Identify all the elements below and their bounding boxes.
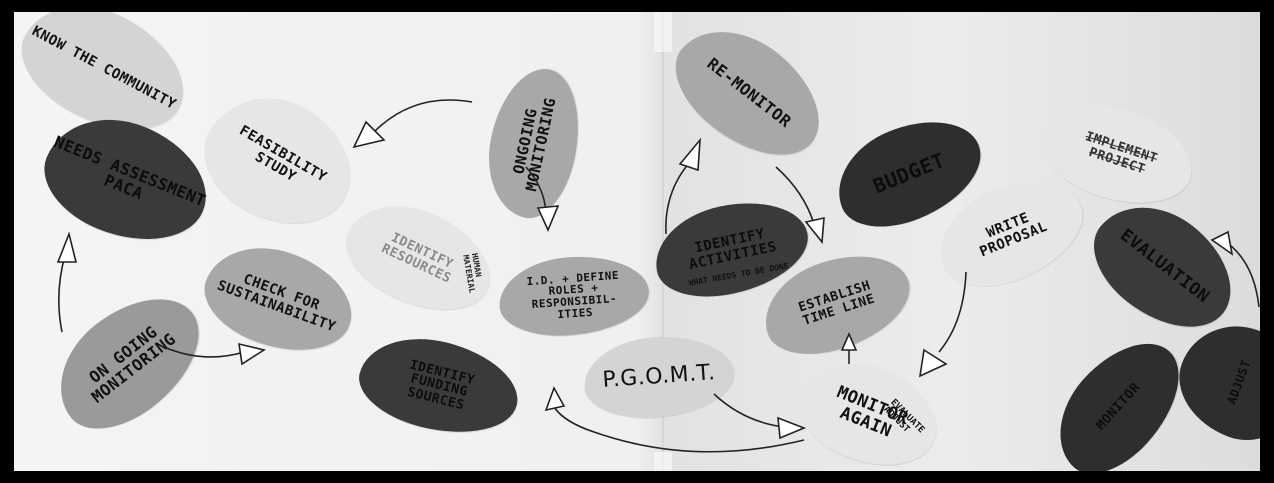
arrow-head-icon <box>536 205 560 233</box>
arrow-icon <box>938 271 967 353</box>
photo-frame: KNOW THE COMMUNITY NEEDS ASSESSMENT PACA… <box>12 10 1262 473</box>
arrow-head-icon <box>840 332 858 351</box>
tape-strip <box>654 12 672 52</box>
arrow-icon <box>665 161 691 235</box>
arrow-icon <box>553 406 805 453</box>
arrow-icon <box>373 99 473 133</box>
arrow-icon <box>775 166 815 225</box>
arrow-head-icon <box>238 342 267 366</box>
arrow-head-icon <box>352 120 386 149</box>
arrow-head-icon <box>678 137 701 172</box>
arrow-icon <box>713 393 785 428</box>
arrow-icon <box>525 166 547 213</box>
arrow-head-icon <box>804 216 825 245</box>
arrow-icon <box>58 251 67 333</box>
arrow-head-icon <box>777 416 807 440</box>
tape-strip <box>654 452 672 471</box>
arrow-icon <box>163 346 245 358</box>
arrow-head-icon <box>1210 230 1234 256</box>
arrow-head-icon <box>544 386 566 412</box>
arrows-layer <box>56 99 1260 453</box>
arrow-head-icon <box>918 348 948 378</box>
arrow-head-icon <box>56 231 78 263</box>
